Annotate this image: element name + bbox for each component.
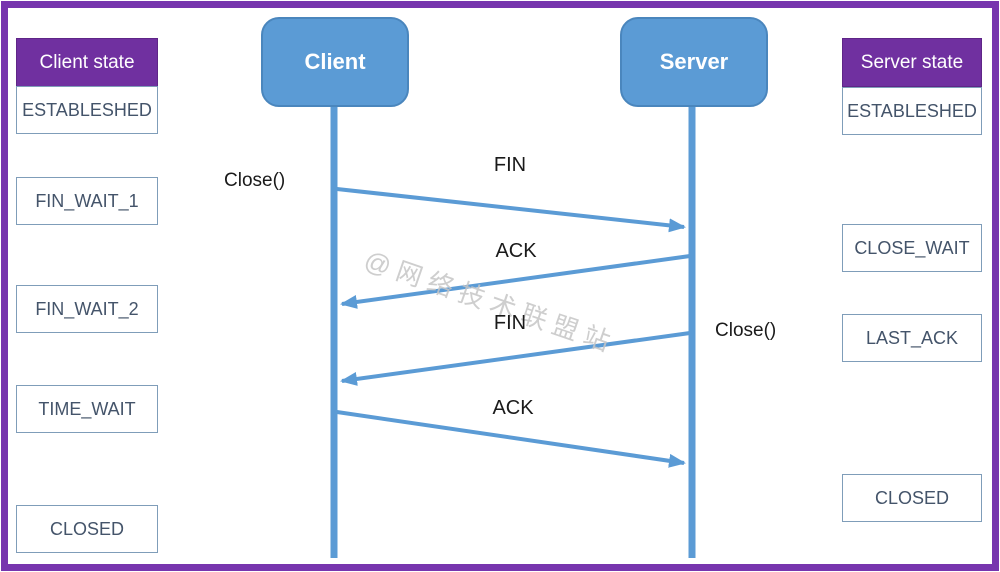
message-label-ack-1: ACK xyxy=(495,240,537,262)
server-actor-box: Server xyxy=(620,17,768,107)
client-state-closed: CLOSED xyxy=(16,505,158,553)
arrow-fin-server-to-client xyxy=(340,331,691,386)
client-actor-box: Client xyxy=(261,17,409,107)
client-state-established: ESTABLESHED xyxy=(16,86,158,134)
message-label-fin-1: FIN xyxy=(493,154,527,176)
server-actor-label: Server xyxy=(659,49,729,74)
arrow-ack-client-to-server xyxy=(336,410,686,468)
server-state-header: Server state xyxy=(842,38,982,87)
client-close-label: Close() xyxy=(224,170,286,191)
client-actor-label: Client xyxy=(304,49,366,74)
server-state-established: ESTABLESHED xyxy=(842,87,982,135)
arrow-fin-client-to-server xyxy=(336,187,686,233)
server-state-last-ack: LAST_ACK xyxy=(842,314,982,362)
server-close-label: Close() xyxy=(715,320,777,341)
client-state-time-wait: TIME_WAIT xyxy=(16,385,158,433)
message-label-ack-2: ACK xyxy=(492,397,534,419)
arrow-ack-server-to-client xyxy=(340,254,691,309)
server-state-closed: CLOSED xyxy=(842,474,982,522)
client-state-fin-wait-1: FIN_WAIT_1 xyxy=(16,177,158,225)
client-state-header: Client state xyxy=(16,38,158,87)
message-label-fin-2: FIN xyxy=(493,312,527,334)
server-state-close-wait: CLOSE_WAIT xyxy=(842,224,982,272)
client-state-fin-wait-2: FIN_WAIT_2 xyxy=(16,285,158,333)
